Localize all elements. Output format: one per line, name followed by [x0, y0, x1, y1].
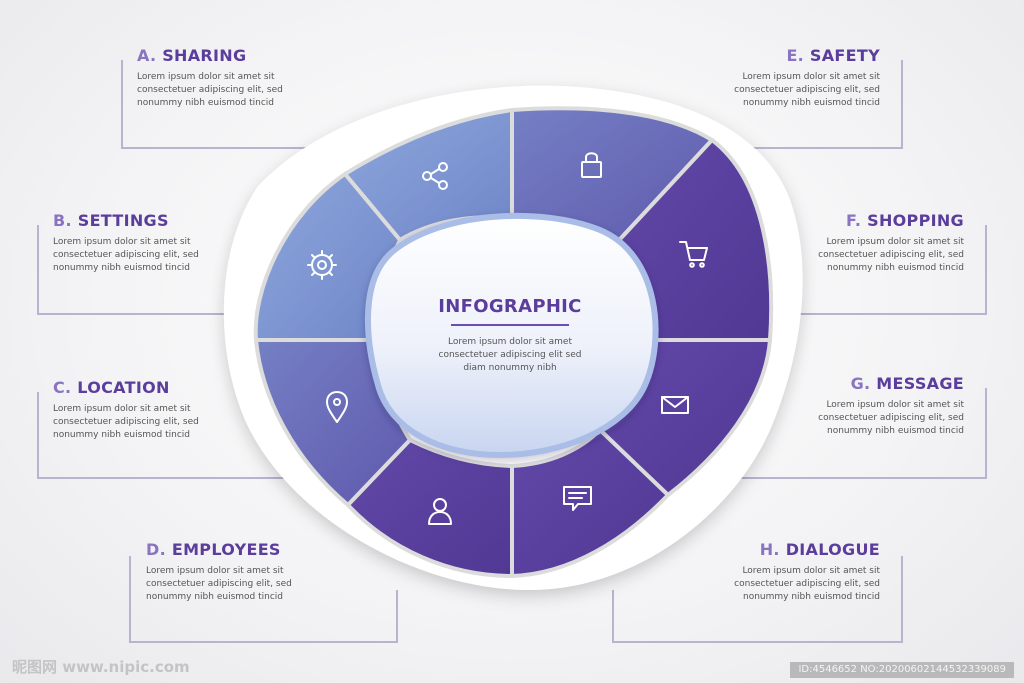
label-title: E. SAFETY — [786, 46, 880, 65]
label-dialogue: H. DIALOGUE Lorem ipsum dolor sit amet s… — [700, 540, 880, 604]
center-line: consectetuer adipiscing elit sed — [438, 350, 582, 360]
connector-a — [121, 60, 345, 149]
watermark: 昵图网 www.nipic.com — [12, 658, 190, 676]
center-line: diam nonummy nibh — [463, 363, 557, 373]
label-title: A. SHARING — [137, 46, 247, 65]
connector-e — [700, 60, 903, 149]
connector-c — [37, 392, 300, 479]
center-body: Lorem ipsum dolor sit amet consectetuer … — [410, 336, 610, 375]
cart-icon — [679, 241, 708, 268]
gear-icon — [307, 250, 337, 280]
connector-f — [780, 225, 987, 315]
image-id-badge: ID:4546652 NO:20200602144532339089 — [790, 662, 1014, 678]
label-location: C. LOCATION Lorem ipsum dolor sit amet s… — [53, 378, 233, 442]
label-title: D. EMPLOYEES — [146, 540, 281, 559]
connector-h — [612, 556, 903, 643]
label-employees: D. EMPLOYEES Lorem ipsum dolor sit amet … — [146, 540, 326, 604]
label-safety: E. SAFETY Lorem ipsum dolor sit amet sit… — [700, 46, 880, 110]
label-title: G. MESSAGE — [850, 374, 964, 393]
label-title: B. SETTINGS — [53, 211, 169, 230]
envelope-icon — [661, 396, 689, 414]
footer: 昵图网 www.nipic.com ID:4546652 NO:20200602… — [0, 658, 1024, 683]
chat-icon — [563, 486, 592, 511]
label-title: C. LOCATION — [53, 378, 170, 397]
center-divider — [451, 324, 569, 326]
map-pin-icon — [326, 391, 348, 423]
label-title: F. SHOPPING — [846, 211, 964, 230]
center-panel: INFOGRAPHIC Lorem ipsum dolor sit amet c… — [410, 296, 610, 375]
label-title: H. DIALOGUE — [759, 540, 880, 559]
connector-d — [129, 556, 398, 643]
center-blob — [364, 212, 659, 459]
label-sharing: A. SHARING Lorem ipsum dolor sit amet si… — [137, 46, 317, 110]
share-icon — [422, 162, 448, 190]
user-icon — [428, 498, 452, 525]
lock-icon — [581, 152, 602, 178]
connector-b — [37, 225, 260, 315]
label-settings: B. SETTINGS Lorem ipsum dolor sit amet s… — [53, 211, 233, 275]
center-line: Lorem ipsum dolor sit amet — [448, 337, 572, 347]
center-title: INFOGRAPHIC — [438, 296, 582, 317]
label-message: G. MESSAGE Lorem ipsum dolor sit amet si… — [784, 374, 964, 438]
connector-g — [700, 388, 987, 479]
label-shopping: F. SHOPPING Lorem ipsum dolor sit amet s… — [784, 211, 964, 275]
connector-lines — [37, 60, 987, 643]
